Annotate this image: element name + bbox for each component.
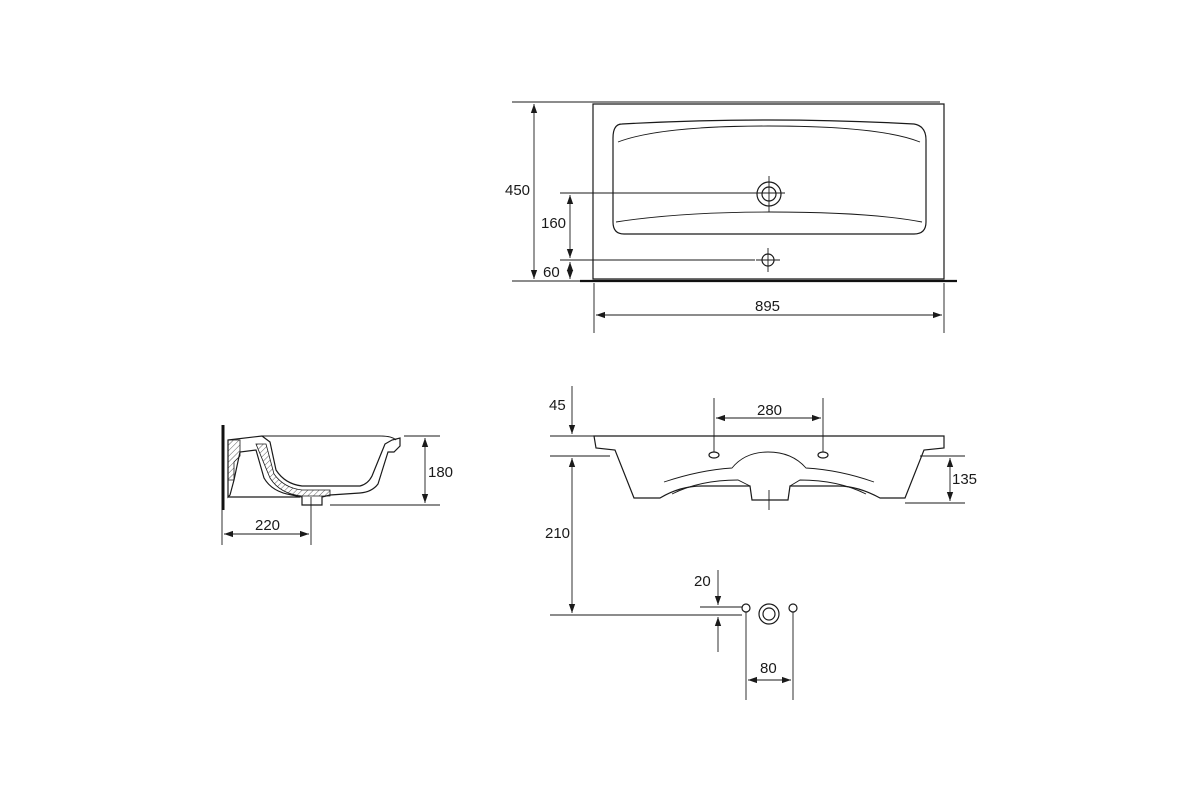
dim-label-20: 20 [694, 573, 711, 590]
side-view: 180 220 [221, 425, 453, 545]
front-view-arch-lower [671, 479, 867, 495]
top-view-basin-inner [617, 125, 921, 143]
front-hole-left [708, 451, 720, 459]
dim-label-135: 135 [952, 471, 977, 488]
dim-label-80: 80 [760, 660, 777, 677]
dim-label-450: 450 [505, 182, 530, 199]
detail-hole-right [788, 603, 798, 613]
top-view: 450 160 60 895 [505, 101, 957, 333]
detail-drain-inner [762, 607, 776, 621]
top-view-basin [612, 119, 927, 235]
dim-label-895: 895 [755, 298, 780, 315]
front-view: 45 280 135 210 [545, 386, 977, 616]
dim-label-280: 280 [757, 402, 782, 419]
dim-label-45: 45 [549, 397, 566, 414]
dim-label-210: 210 [545, 525, 570, 542]
dim-label-220: 220 [255, 517, 280, 534]
dim-label-60: 60 [543, 264, 560, 281]
front-view-outline [593, 435, 945, 501]
dim-label-160: 160 [541, 215, 566, 232]
front-view-arch [663, 451, 875, 483]
detail-drain-outer [758, 603, 780, 625]
front-hole-right [817, 451, 829, 459]
dim-label-180: 180 [428, 464, 453, 481]
side-view-shell [227, 435, 401, 506]
top-view-outline [592, 103, 945, 280]
top-view-basin-front [615, 211, 923, 223]
side-view-back [227, 439, 241, 481]
side-view-section [255, 443, 331, 497]
side-view-rim [262, 435, 397, 441]
detail-hole-left [741, 603, 751, 613]
connection-detail: 20 80 [694, 570, 798, 700]
